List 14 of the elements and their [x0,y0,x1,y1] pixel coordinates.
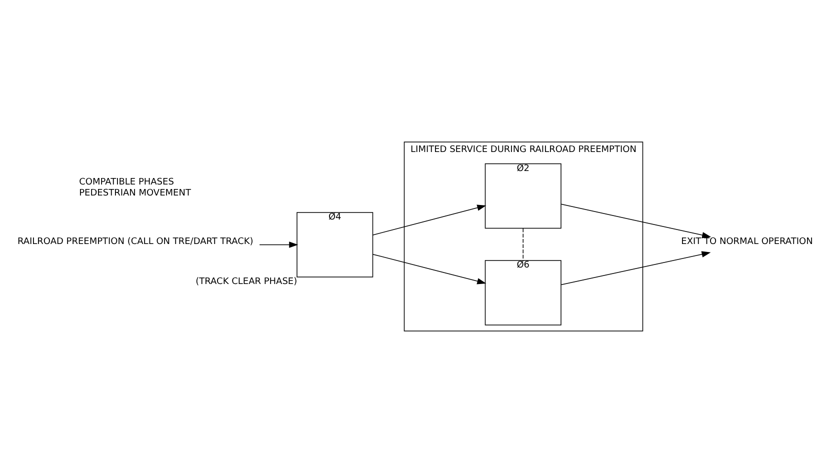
arrow [372,204,486,235]
node-text: RAILROAD PREEMPTION (CALL ON TRE/DART TRACK) [17,236,254,247]
arrow [560,203,712,238]
arrow [372,253,486,284]
node-box: Ø4 [296,212,374,277]
node-box: Ø6 [484,260,562,325]
node-box: Ø2 [484,162,562,228]
node-label: (TRACK CLEAR PHASE) [196,276,298,287]
connector [522,228,524,260]
legend-label: COMPATIBLE PHASES [79,176,174,187]
legend-label: PEDESTRIAN MOVEMENT [79,188,191,198]
arrow [259,241,298,248]
node-text: EXIT TO NORMAL OPERATION [681,236,813,247]
arrow [560,250,711,285]
